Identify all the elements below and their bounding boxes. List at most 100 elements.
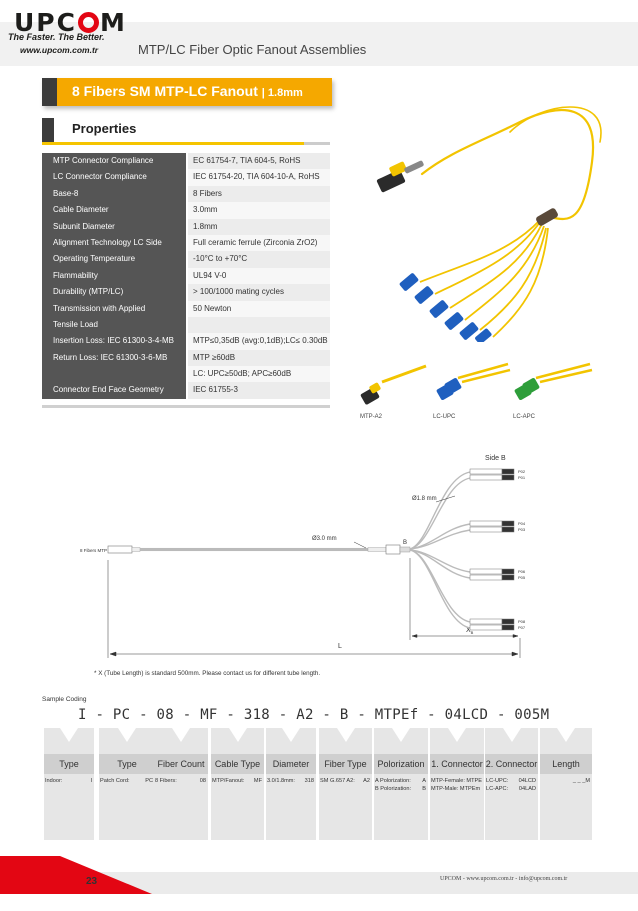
property-value: 3.0mm [186, 202, 330, 219]
property-name: LC Connector Compliance [42, 169, 186, 186]
page-title: MTP/LC Fiber Optic Fanout Assemblies [138, 42, 367, 57]
dimension-lines [107, 495, 521, 658]
brand-url: www.upcom.com.tr [20, 45, 99, 55]
option-row: SM G.657 A2: A2 [320, 778, 370, 786]
property-name: Alignment Technology LC Side [42, 234, 186, 252]
property-name: Flammability [42, 267, 186, 285]
property-row: Operating Temperature-10°C to +70°C [42, 251, 330, 268]
property-name: MTP Connector Compliance [42, 153, 186, 170]
column-options: 3.0/1.8mm:318 [267, 778, 314, 786]
properties-heading: Properties [72, 121, 137, 136]
property-row: Tensile Load [42, 316, 330, 334]
option-row: 8 Fibers:08 [155, 778, 206, 786]
option-row: Indoor:I [45, 778, 92, 786]
port-label: P08 [518, 619, 526, 624]
option-row: Patch Cord:PC [100, 778, 153, 786]
port-label: P06 [518, 569, 526, 574]
option-label: LC-APC: [486, 785, 509, 792]
column-header: Polorization [374, 754, 428, 774]
option-code: MF [253, 778, 262, 784]
footer-band [0, 872, 638, 894]
port-label: P02 [518, 469, 526, 474]
lc-apc-thumb [514, 362, 593, 400]
lc-upc-thumb [436, 362, 511, 400]
option-label: MTP-Male: MTPEm [431, 785, 481, 792]
column-options: 8 Fibers:08 [155, 778, 206, 786]
property-value: 8 Fibers [186, 185, 330, 203]
option-label: B Polorization: [375, 785, 412, 792]
option-label: SM G.657 A2: [320, 778, 355, 784]
subunit-diameter-label: Ø1.8 mm [412, 496, 437, 502]
column-notch [118, 728, 136, 742]
option-label: Indoor: [45, 778, 63, 784]
port-label: P07 [518, 625, 526, 630]
property-name: Connector End Face Geometry [42, 382, 186, 399]
coding-column: Length_ _ _M [540, 728, 592, 840]
property-name: Transmission with Applied [42, 300, 186, 317]
property-value: 1.8mm [186, 218, 330, 235]
length-label: L [338, 643, 342, 650]
table-bottom-rule [42, 405, 330, 408]
option-row: A Polorization:A [375, 778, 426, 786]
product-banner: 8 Fibers SM MTP-LC Fanout | 1.8mm [42, 78, 332, 106]
option-label: A Polorization: [375, 778, 411, 784]
column-options: SM G.657 A2: A2 [320, 778, 370, 786]
brand-tagline: The Faster. The Better. [8, 32, 105, 42]
option-row: MTP-Male: MTPEm [431, 786, 482, 794]
column-notch [392, 728, 410, 742]
column-header: Diameter [266, 754, 316, 774]
option-label: Patch Cord: [100, 778, 130, 784]
column-header: Fiber Type [319, 754, 372, 774]
option-row: LC-UPC:04LCD [486, 778, 536, 786]
property-name: Insertion Loss: IEC 61300-3-4-MB [42, 333, 186, 350]
properties-underline-end [304, 142, 330, 145]
property-name: Base-8 [42, 185, 186, 203]
property-row: Durability (MTP/LC)> 100/1000 mating cyc… [42, 284, 330, 301]
column-header: Cable Type [211, 754, 264, 774]
property-value: MTP ≥60dB [186, 349, 330, 367]
mtp-connector [376, 160, 424, 193]
product-size: | 1.8mm [261, 87, 303, 99]
sample-code: I - PC - 08 - MF - 318 - A2 - B - MTPEf … [78, 707, 550, 723]
option-code: 04LAD [518, 785, 536, 792]
property-value: EC 61754-7, TIA 604-5, RoHS [186, 153, 330, 170]
property-value: LC: UPC≥50dB; APC≥60dB [186, 366, 330, 383]
footer-contact: UPCOM - www.upcom.com.tr - info@upcom.co… [440, 876, 568, 882]
lc-connectors [399, 273, 492, 342]
header-band [0, 22, 638, 66]
option-code: A2 [363, 778, 370, 784]
thumb-label-lcupc: LC-UPC [433, 414, 456, 420]
option-label: 8 Fibers: [155, 778, 177, 784]
port-label: P04 [518, 521, 526, 526]
option-code: 318 [304, 778, 314, 784]
option-label: MTP-Female: MTPEf [431, 778, 482, 784]
port-label: P01 [518, 475, 526, 480]
property-value: > 100/1000 mating cycles [186, 284, 330, 301]
cable-diameter-label: Ø3.0 mm [312, 536, 337, 542]
column-notch [282, 728, 300, 742]
column-notch [172, 728, 190, 742]
breakout-boot [536, 208, 558, 226]
product-title: 8 Fibers SM MTP-LC Fanout | 1.8mm [72, 83, 303, 99]
column-options: _ _ _M [541, 778, 590, 786]
option-code: _ _ _M [572, 778, 590, 784]
option-code: B [422, 785, 426, 792]
properties-underline [42, 142, 304, 145]
property-row: LC: UPC≥50dB; APC≥60dB [42, 366, 330, 383]
column-header: 1. Connector [430, 754, 484, 774]
column-notch [448, 728, 466, 742]
